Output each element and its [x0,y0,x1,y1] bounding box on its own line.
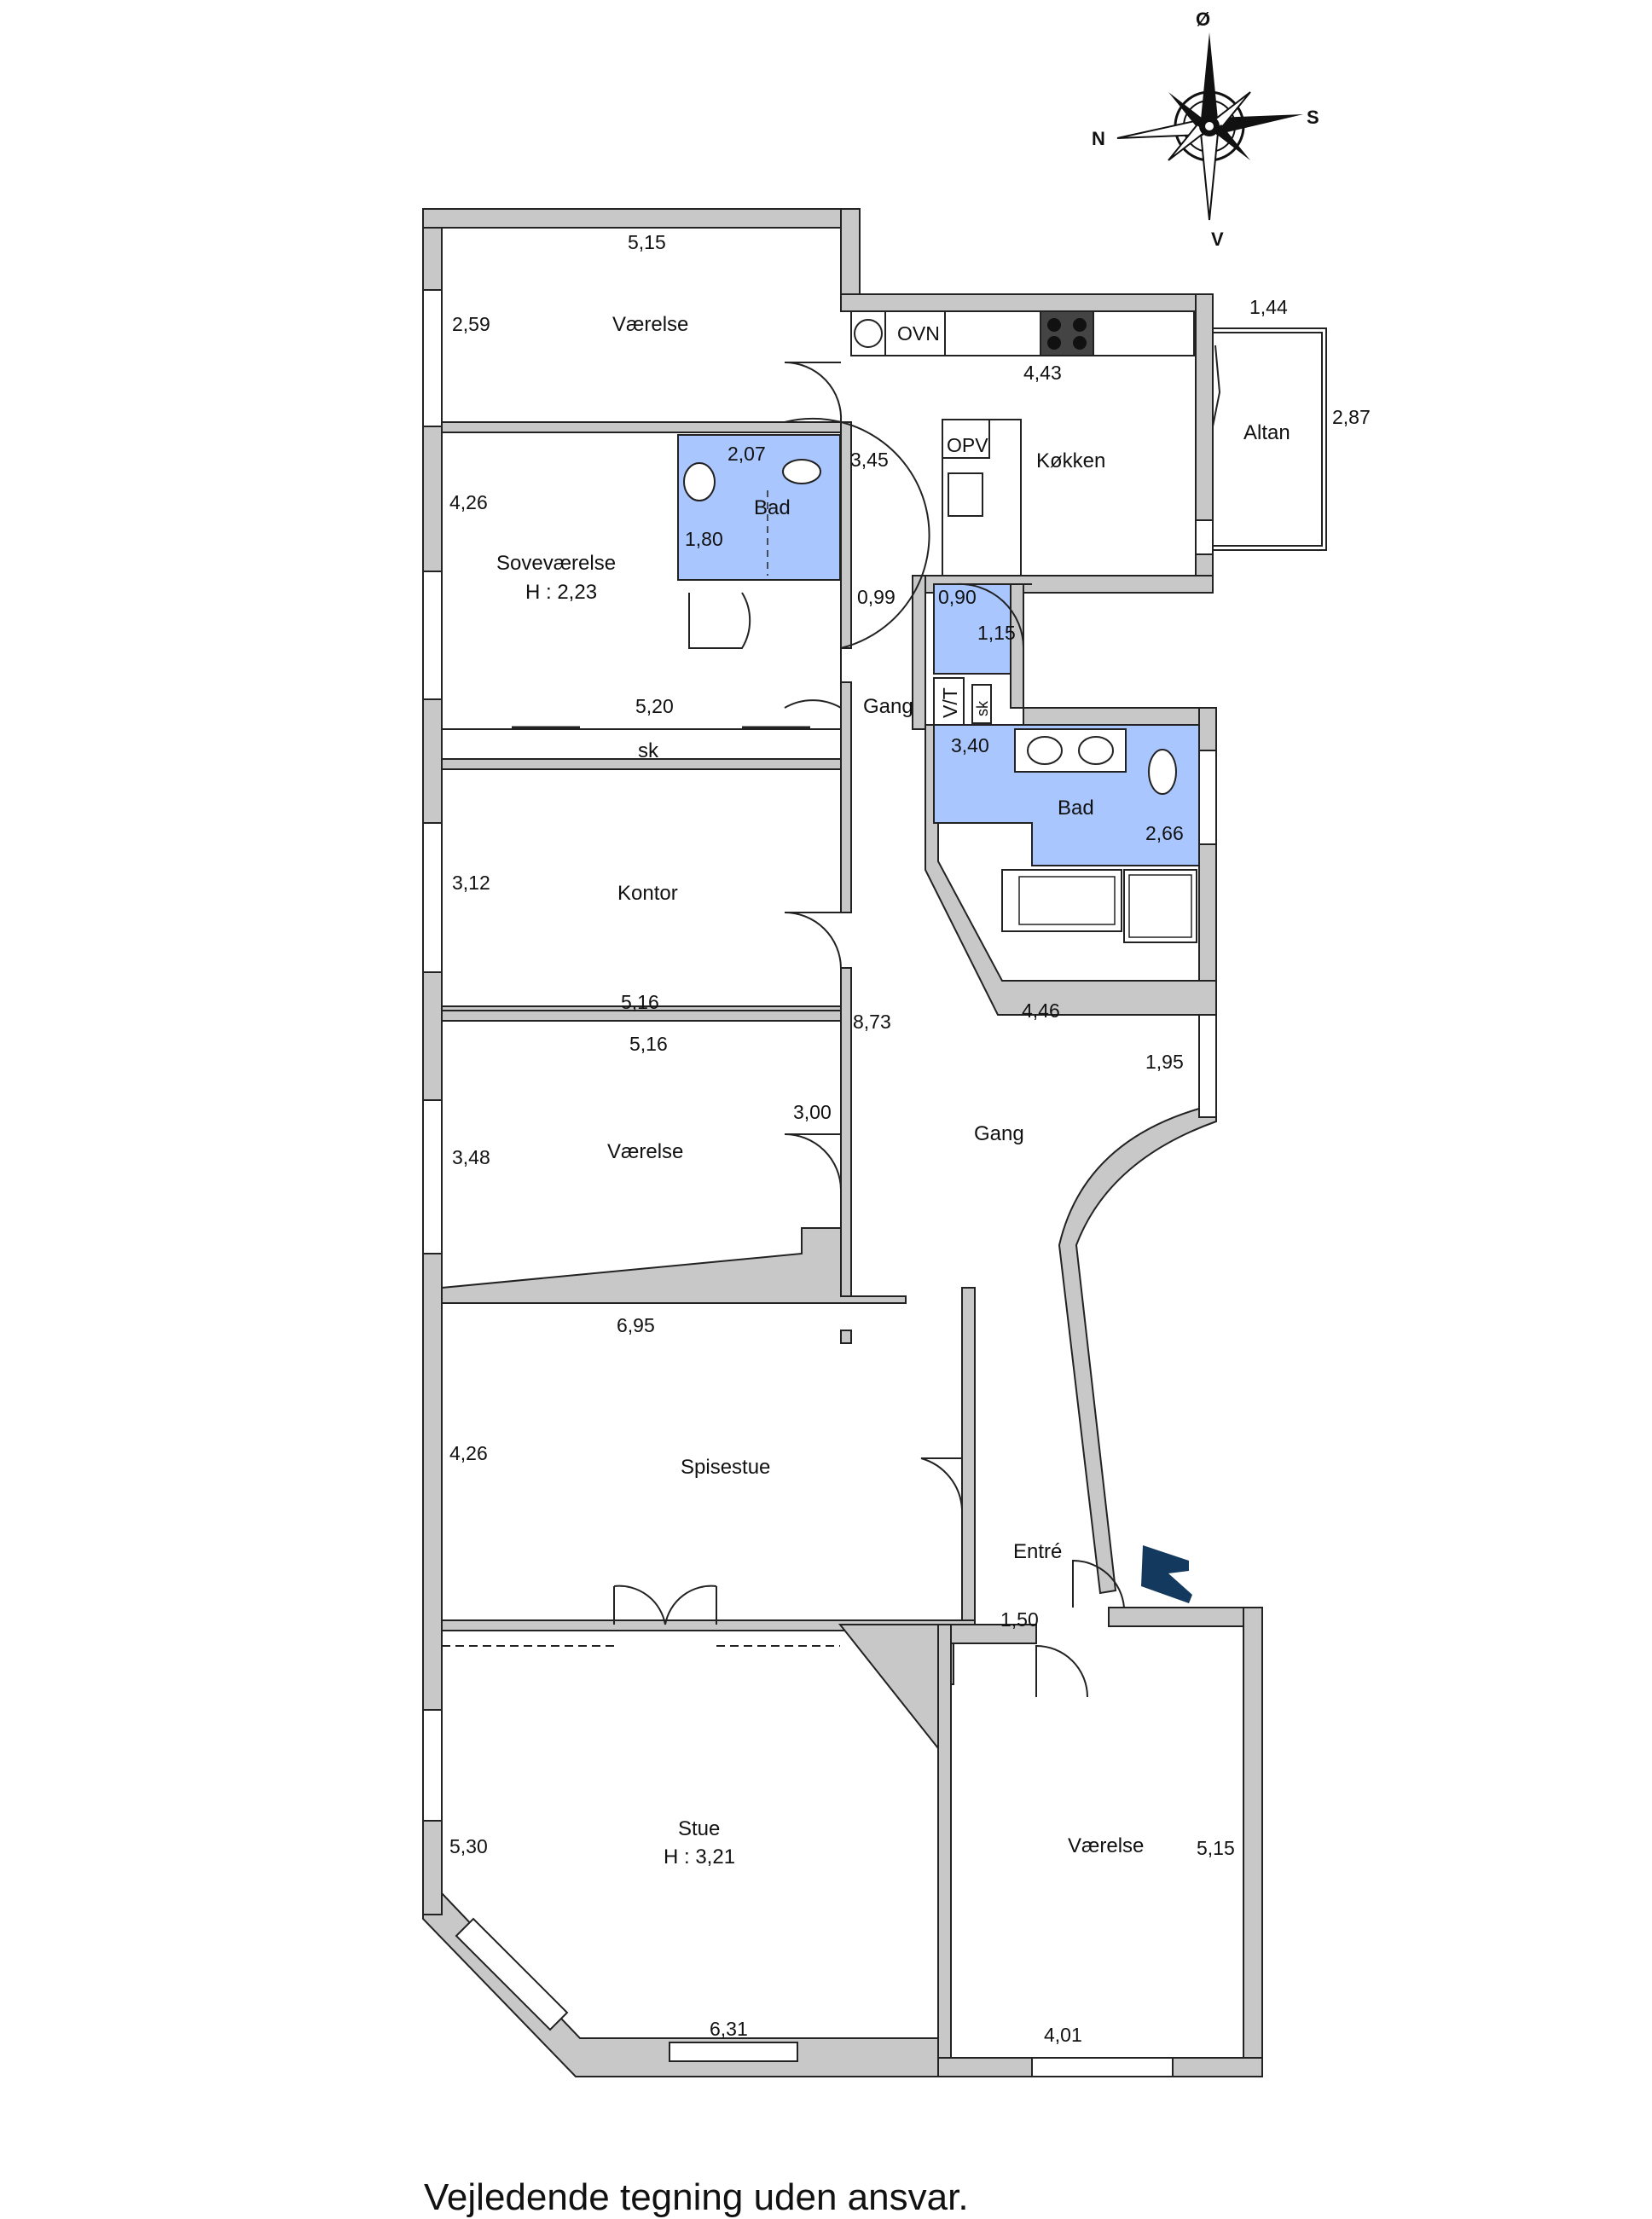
room-label-altan: Altan [1243,421,1290,444]
room-label-entre: Entré [1013,1540,1062,1563]
dimension-label: 4,26 [449,1442,488,1464]
entrance-arrow-icon [1141,1545,1192,1603]
room-height-sovevaerelse: H : 2,23 [525,581,597,604]
room-label-gang-upper: Gang [863,695,913,718]
small-bath-toilet-icon [782,459,821,484]
disclaimer-text: Vejledende tegning uden ansvar. [424,2176,969,2218]
dimension-labels: 5,15 2,59 4,43 1,44 2,87 2,07 3,45 4,26 … [449,231,1371,2046]
compass-west-label: V [1211,229,1224,250]
wardrobe-label: sk [638,739,659,762]
room-label-bad-large: Bad [1058,797,1094,820]
windows [422,289,1217,2077]
compass-rose-icon [1116,32,1303,221]
cooktop-icon [1040,310,1094,356]
dimension-label: 5,30 [449,1835,488,1857]
dimension-label: 0,90 [938,586,977,608]
small-bath-sink-icon [683,462,716,501]
dimension-label: 3,00 [793,1101,832,1123]
large-bathroom-area [933,724,1200,866]
dimension-label: 2,66 [1145,822,1184,844]
compass-south-label: S [1307,107,1319,128]
toilet-icon [1148,749,1177,795]
dimension-label: 1,95 [1145,1051,1184,1073]
room-label-stue: Stue [678,1817,720,1840]
wardrobe [441,728,842,760]
walls [422,208,1263,2077]
dimension-label: 4,01 [1044,2024,1082,2046]
water-heater-box [933,677,965,726]
dimension-label: 1,15 [977,622,1016,644]
dimension-label: 3,45 [850,449,889,471]
dimension-label: 0,99 [857,586,896,608]
room-label-bad-small: Bad [754,496,791,519]
dimension-label: 2,07 [727,443,766,465]
dimension-label: 1,80 [685,528,723,550]
dimension-label: 5,16 [621,991,659,1013]
room-label-vaerelse-mid: Værelse [607,1140,683,1163]
dimension-label: 4,46 [1022,999,1060,1022]
small-cupboard-box [971,684,992,724]
oven-icon [850,310,886,356]
dimension-label: 5,15 [1197,1837,1235,1859]
dishwasher-label: OPV [947,434,988,456]
dimension-label: 5,20 [635,695,674,717]
room-label-kokken: Køkken [1036,449,1105,472]
dimension-label: 4,26 [449,491,488,513]
dimension-label: 1,50 [1000,1608,1039,1631]
doors [442,345,1221,1698]
dimension-label: 5,15 [628,231,666,253]
dimension-label: 4,43 [1023,362,1062,384]
dimension-label: 8,73 [853,1011,891,1033]
small-bathroom-area [677,434,841,581]
room-label-vaerelse-bottom: Værelse [1068,1834,1144,1857]
dimension-label: 6,95 [617,1314,655,1336]
dimension-label: 3,48 [452,1146,490,1168]
room-height-stue: H : 3,21 [664,1845,735,1868]
dimension-label: 1,44 [1249,296,1288,318]
hall-closet-area [933,583,1011,675]
dimension-label: 6,31 [710,2018,748,2040]
dimension-label: 2,87 [1332,406,1371,428]
water-heater-label: V/T [939,687,961,718]
room-label-spisestue: Spisestue [681,1456,770,1479]
kitchen-sink-icon [948,472,983,517]
room-label-kontor: Kontor [617,882,678,905]
oven-label: OVN [897,322,940,345]
balcony-outline [1213,327,1327,551]
room-label-gang-main: Gang [974,1122,1024,1145]
room-label-vaerelse-top: Værelse [612,313,688,336]
compass-north-east-label: Ø [1196,9,1210,30]
dimension-label: 3,40 [951,734,989,756]
small-cupboard-label: sk [974,700,991,716]
dimension-label: 2,59 [452,313,490,335]
dimension-label: 5,16 [629,1033,668,1055]
room-label-sovevaerelse: Soveværelse [496,552,616,575]
compass-north-label: N [1092,128,1105,149]
dimension-label: 3,12 [452,872,490,894]
